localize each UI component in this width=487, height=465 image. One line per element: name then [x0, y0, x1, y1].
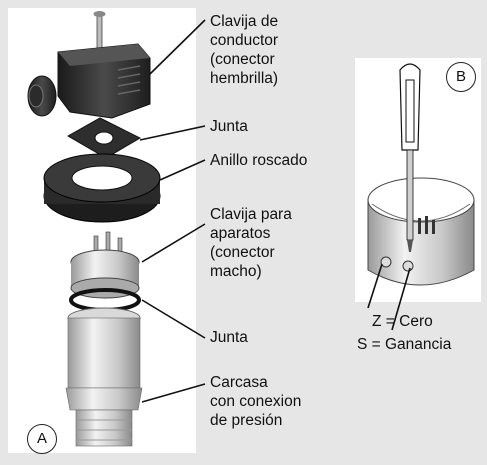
- label-threaded-ring: Anillo roscado: [210, 152, 308, 169]
- label-zero: Z = Cero: [372, 313, 433, 330]
- marker-a: A: [27, 424, 57, 454]
- label-gain: S = Ganancia: [357, 336, 452, 353]
- label-cable-plug: Clavija de conductor (conector hembrilla…: [210, 13, 279, 87]
- marker-b: B: [446, 62, 476, 92]
- cable-plug-illustration: [27, 11, 151, 119]
- housing-illustration: [65, 307, 143, 447]
- label-gasket-bottom: Junta: [210, 329, 248, 346]
- gasket-plate-illustration: [66, 117, 142, 159]
- label-gasket-top: Junta: [210, 118, 248, 135]
- leader-lines: [139, 19, 411, 403]
- label-device-plug: Clavija para aparatos (conector macho): [210, 206, 292, 280]
- label-housing: Carcasa con conexion de presión: [210, 374, 302, 429]
- threaded-ring-illustration: [43, 153, 161, 223]
- adjustment-illustration: [367, 63, 475, 286]
